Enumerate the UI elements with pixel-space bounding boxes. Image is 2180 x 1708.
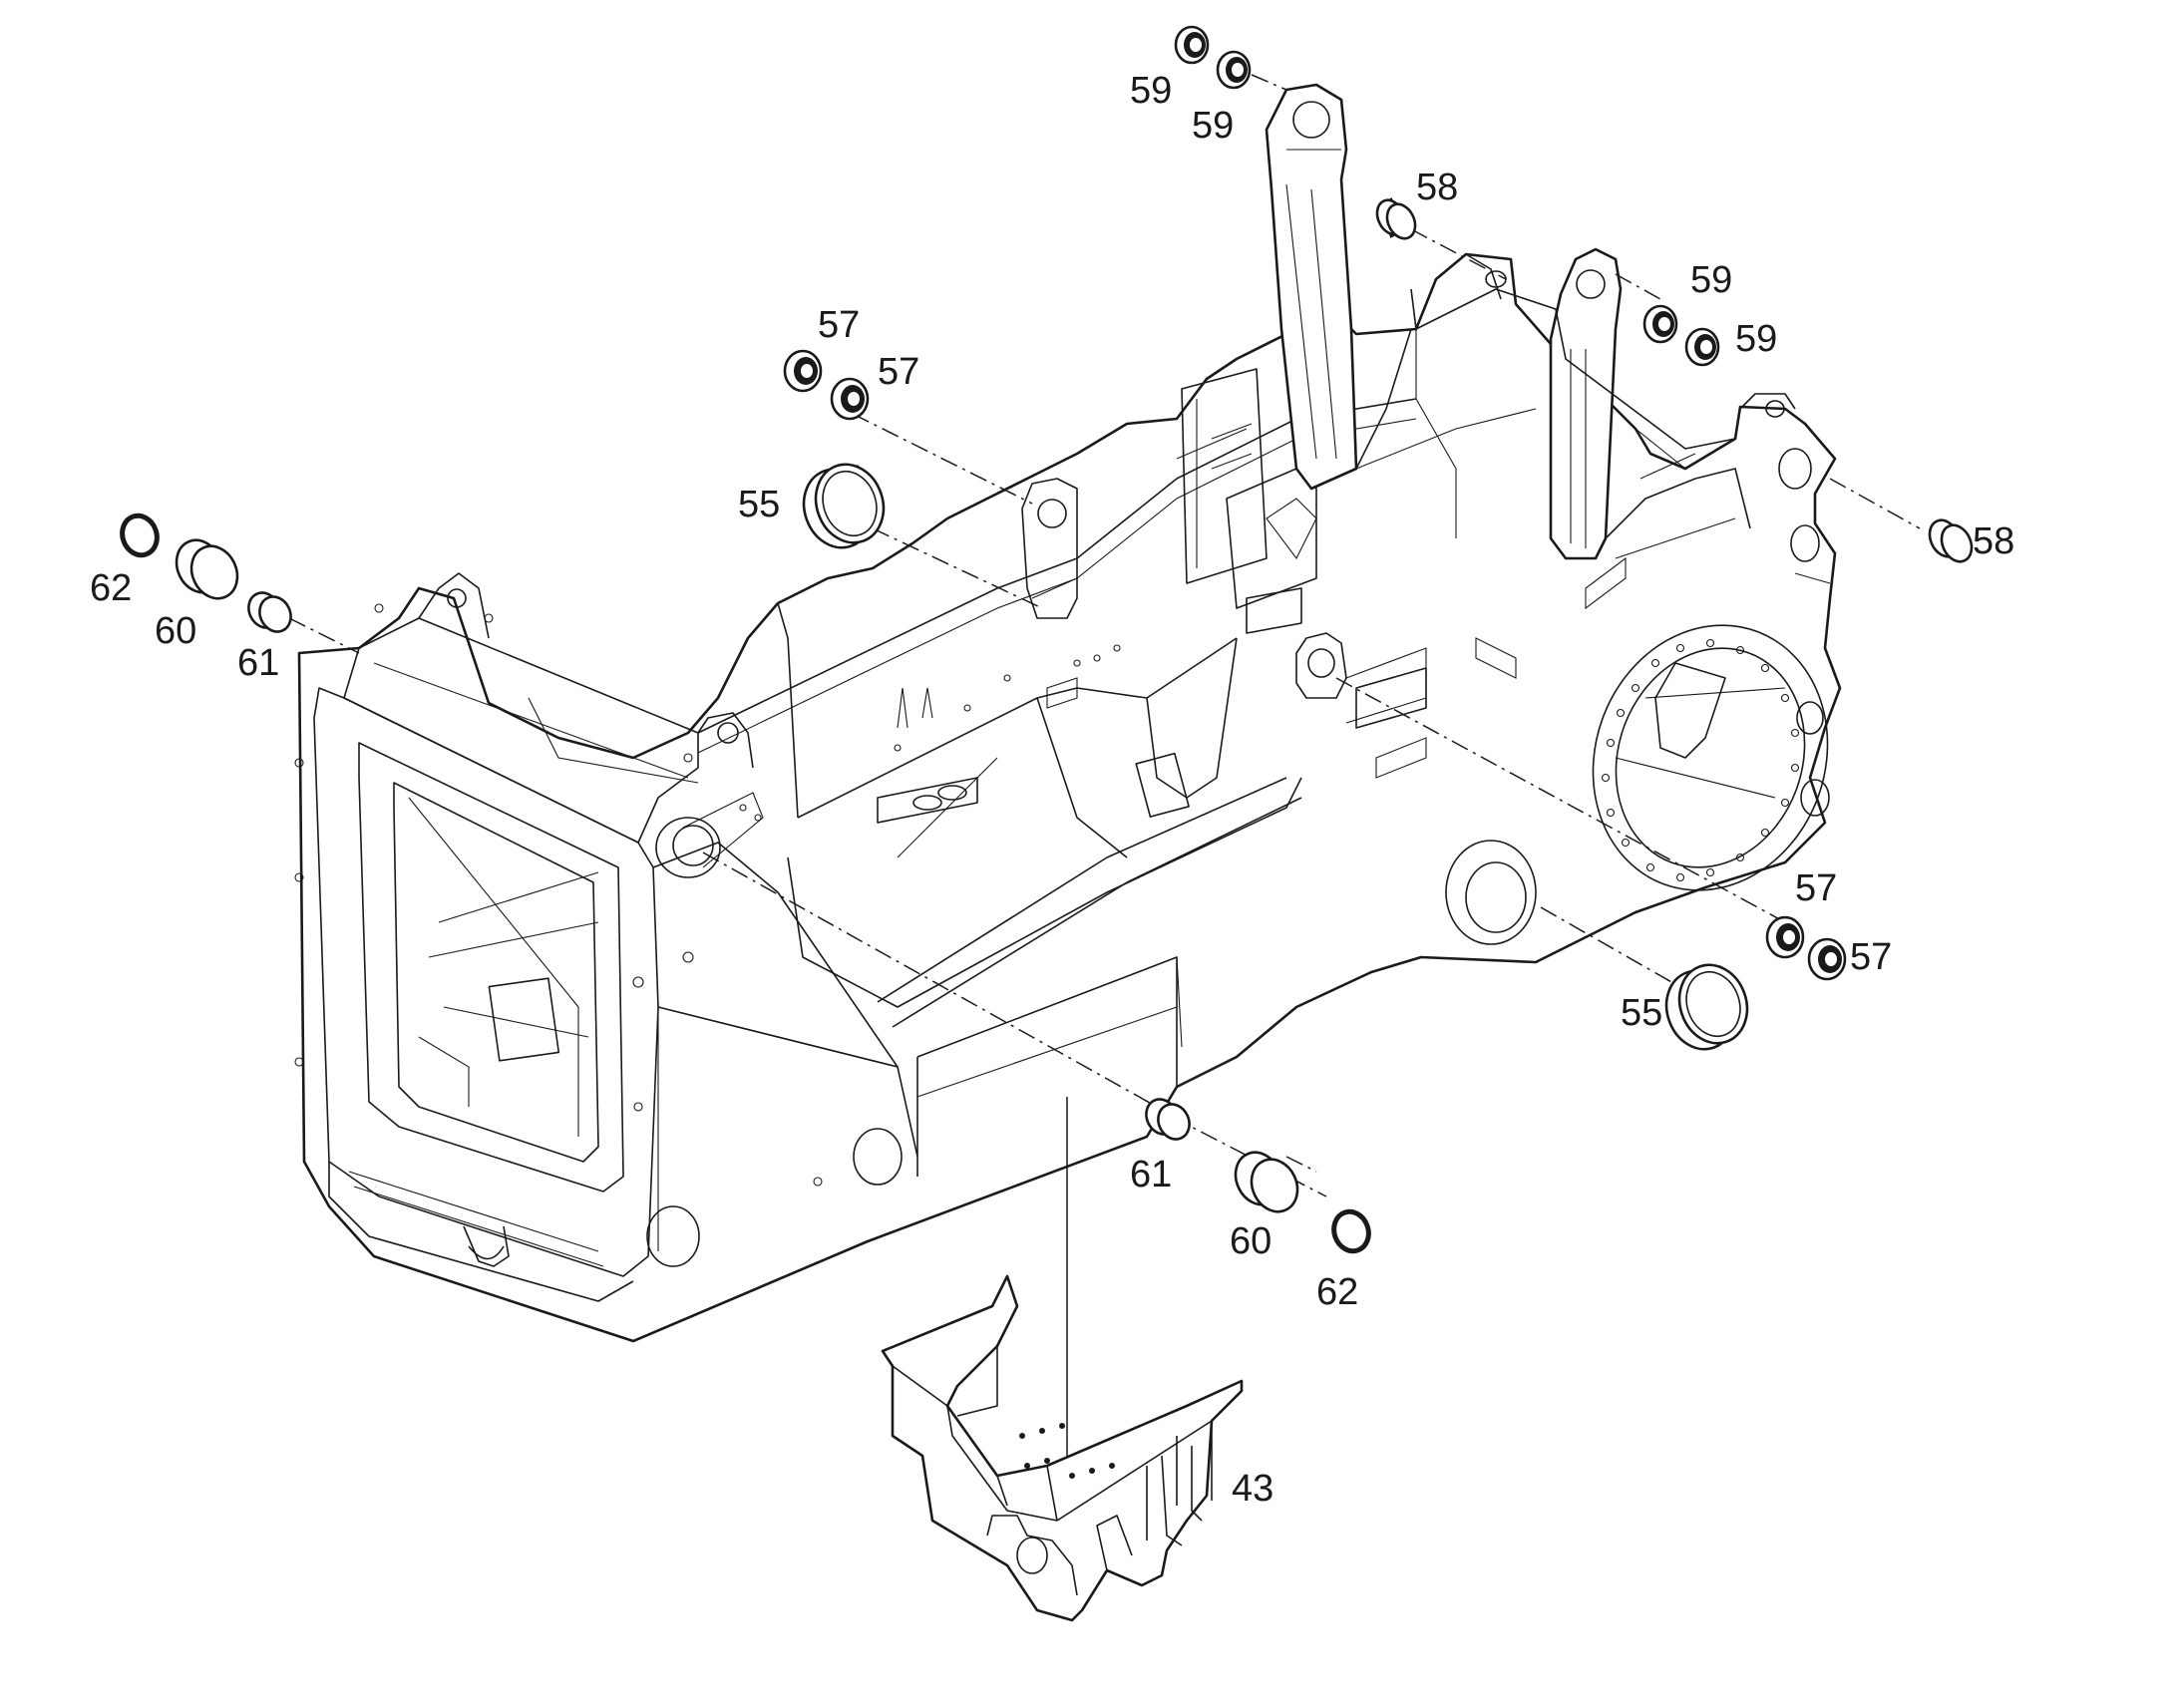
callout-62: 62 <box>1316 1271 1358 1313</box>
ring-62-left <box>120 512 160 558</box>
callout-57: 57 <box>818 304 860 346</box>
callout-61: 61 <box>1130 1154 1172 1196</box>
bearing-59-right-a <box>1642 304 1678 344</box>
callout-59: 59 <box>1735 318 1777 360</box>
callout-57: 57 <box>878 351 919 393</box>
guard-plate-43 <box>881 1097 1244 1622</box>
bearing-59-top-a <box>1174 25 1210 65</box>
ring-55-upper <box>802 463 886 549</box>
callout-60: 60 <box>1230 1220 1272 1262</box>
bushing-60-left <box>175 538 239 600</box>
callout-61: 61 <box>237 642 279 684</box>
callout-labels: 62 60 61 55 57 57 59 59 58 59 59 58 57 5… <box>90 70 2014 1510</box>
bearing-57-lower-b <box>1807 937 1847 981</box>
bushing-58-top <box>1375 197 1417 240</box>
callout-58: 58 <box>1416 167 1458 208</box>
callout-62: 62 <box>90 567 132 609</box>
main-frame <box>294 83 1842 1343</box>
bearing-57-lower-a <box>1765 915 1805 959</box>
callout-55: 55 <box>1621 992 1662 1034</box>
callout-43: 43 <box>1232 1468 1273 1510</box>
callout-57: 57 <box>1850 936 1892 978</box>
ring-55-lower <box>1664 963 1749 1051</box>
ring-62-lower <box>1331 1208 1371 1254</box>
callout-59: 59 <box>1130 70 1172 112</box>
bearing-57-upper-a <box>783 349 823 393</box>
bearing-57-upper-b <box>830 377 870 421</box>
callout-55: 55 <box>738 484 780 525</box>
callout-58: 58 <box>1973 520 2014 562</box>
bushing-60-lower <box>1234 1151 1299 1213</box>
bushing-61-lower <box>1145 1098 1191 1141</box>
bushing-58-right <box>1928 518 1974 563</box>
callout-59: 59 <box>1192 105 1234 147</box>
bushing-61-left <box>247 591 292 633</box>
bearing-59-right-b <box>1684 327 1720 367</box>
callout-60: 60 <box>155 610 196 652</box>
assembly-centerlines <box>288 74 1921 1197</box>
callout-59: 59 <box>1690 259 1732 301</box>
bearing-59-top-b <box>1216 50 1252 90</box>
callout-57: 57 <box>1795 867 1837 909</box>
